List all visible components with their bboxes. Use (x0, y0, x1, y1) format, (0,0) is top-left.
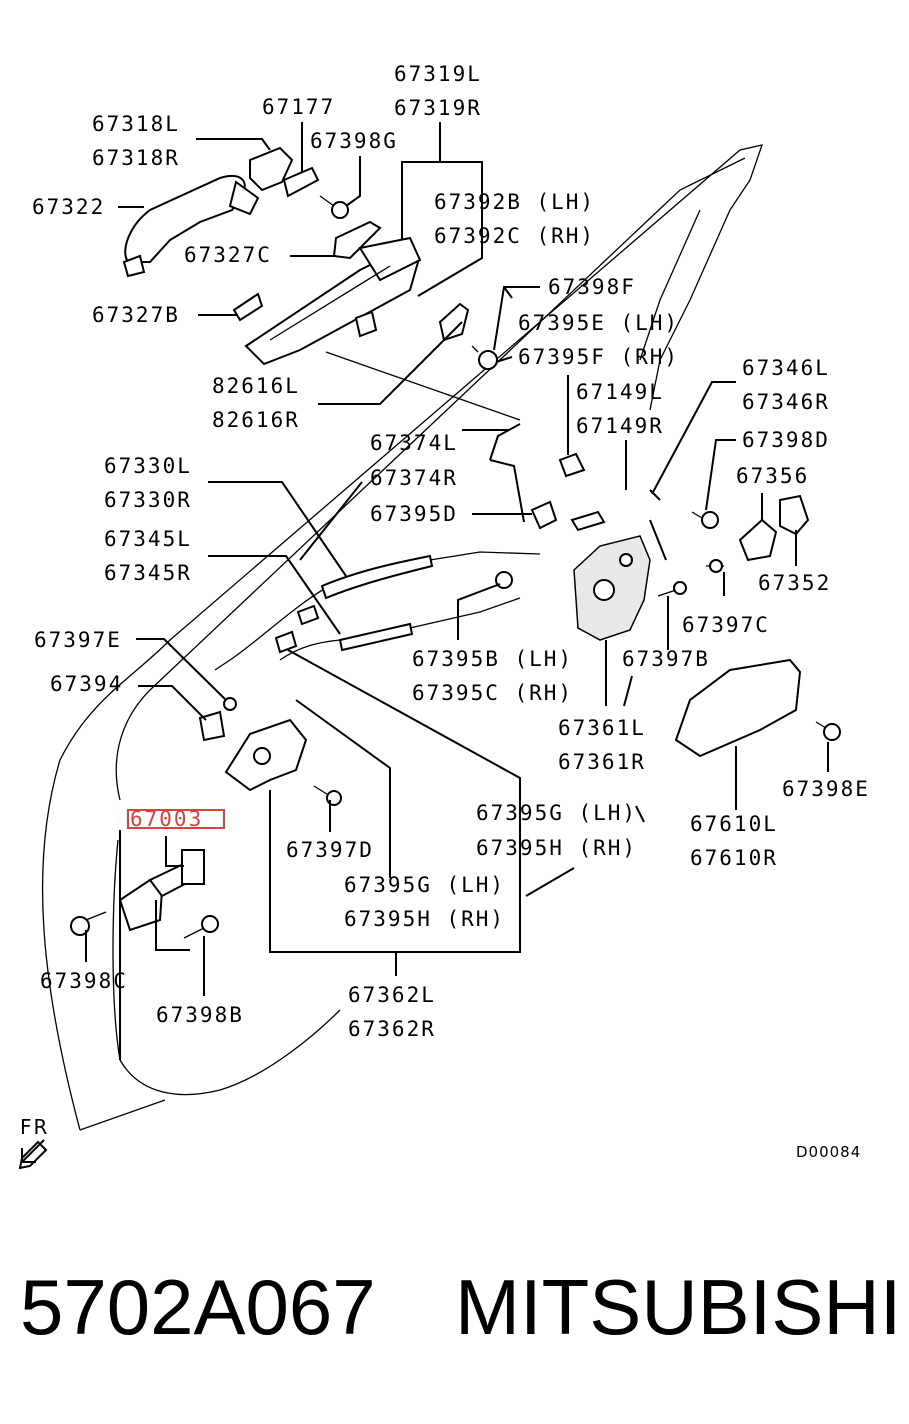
label-67330l: 67330L (104, 454, 192, 478)
label-67330r: 67330R (104, 488, 192, 512)
clip-67395e-shape (558, 452, 586, 478)
label-67398e: 67398E (782, 777, 870, 801)
label-67398b: 67398B (156, 1003, 244, 1027)
screw-67397c-shape (706, 559, 724, 573)
clip-67374-shape (438, 302, 470, 342)
label-67149l: 67149L (576, 380, 664, 404)
label-67398g: 67398G (310, 129, 398, 153)
label-67362l: 67362L (348, 983, 436, 1007)
outside-handle-shape (122, 175, 260, 278)
spring-67346-shape (649, 489, 667, 561)
gasket-67327b-shape (232, 292, 264, 322)
label-67610l: 67610L (690, 812, 778, 836)
label-67395h-left: 67395H (RH) (344, 907, 505, 931)
handle-frame-shape (244, 236, 422, 366)
cable-67345-shape (279, 597, 521, 661)
label-67398f: 67398F (548, 275, 636, 299)
gasket-67327c-shape (332, 220, 382, 260)
bolt-67398b-shape (183, 915, 219, 939)
bolt-67398g-shape (319, 195, 349, 219)
door-lock-actuator-shape (573, 535, 651, 641)
bolt-67398d-shape (691, 511, 719, 529)
label-67374r: 67374R (370, 466, 458, 490)
label-67374l: 67374L (370, 431, 458, 455)
label-67362r: 67362R (348, 1017, 436, 1041)
label-67356: 67356 (736, 464, 809, 488)
highlight-box-67003 (127, 809, 225, 829)
screw-67397d-shape (313, 785, 342, 806)
leader-lines (85, 122, 829, 1060)
label-67397c: 67397C (682, 613, 770, 637)
label-67392c: 67392C (RH) (434, 224, 595, 248)
label-67327c: 67327C (184, 243, 272, 267)
label-67397d: 67397D (286, 838, 374, 862)
label-fr: FR (20, 1115, 49, 1139)
inside-handle-shape (224, 718, 308, 792)
handle-cap-shape (249, 146, 294, 192)
clip-67395d-shape (530, 500, 558, 530)
pad-shape (282, 166, 320, 198)
label-67395h-right: 67395H (RH) (476, 836, 637, 860)
part-labels: 67319L 67319R 67177 67318L 67318R 67398G… (20, 62, 870, 1161)
label-67395g-left: 67395G (LH) (344, 873, 505, 897)
label-67395f: 67395F (RH) (518, 345, 679, 369)
brand-name: MITSUBISHI (455, 1263, 902, 1351)
label-67610r: 67610R (690, 846, 778, 870)
label-67395g-right: 67395G (LH) (476, 801, 637, 825)
label-67395d: 67395D (370, 502, 458, 526)
label-67361l: 67361L (558, 716, 646, 740)
label-67392b: 67392B (LH) (434, 190, 595, 214)
rod-shape (489, 423, 525, 523)
bolt-67398c-shape (70, 911, 107, 936)
label-67394: 67394 (50, 672, 123, 696)
front-arrow-icon (18, 1139, 48, 1170)
label-67318l: 67318L (92, 112, 180, 136)
clip-67395g-shape (274, 630, 298, 654)
label-67346l: 67346L (742, 356, 830, 380)
bracket-67356-shape (738, 518, 778, 562)
label-67397e: 67397E (34, 628, 122, 652)
label-67149r: 67149R (576, 414, 664, 438)
label-67346r: 67346R (742, 390, 830, 414)
label-67322: 67322 (32, 195, 105, 219)
label-67177: 67177 (262, 95, 335, 119)
label-67003: 67003 (130, 807, 203, 831)
label-67398d: 67398D (742, 428, 830, 452)
label-67395c: 67395C (RH) (412, 681, 573, 705)
label-67327b: 67327B (92, 303, 180, 327)
protector-67610-shape (674, 658, 802, 758)
label-82616l: 82616L (212, 374, 300, 398)
link-67149-shape (570, 510, 606, 532)
bolt-67398e-shape (815, 721, 841, 741)
clip-82616-shape (354, 310, 378, 338)
bumper-67352-shape (779, 494, 810, 536)
label-82616r: 82616R (212, 408, 300, 432)
label-67345l: 67345L (104, 527, 192, 551)
label-67319r: 67319R (394, 96, 482, 120)
door-outline (41, 144, 763, 1131)
label-67395b: 67395B (LH) (412, 647, 573, 671)
clip-cable-end-shape (296, 604, 320, 626)
screw-67397e-shape (223, 697, 237, 711)
door-lock-exploded-diagram: 67319L 67319R 67177 67318L 67318R 67398G… (18, 62, 870, 1170)
cable-67330-shape (320, 551, 541, 600)
label-67361r: 67361R (558, 750, 646, 774)
part-footer: 5702A067 MITSUBISHI (0, 1262, 909, 1372)
label-67397b: 67397B (622, 647, 710, 671)
diagram-id: D00084 (796, 1143, 861, 1161)
screw-67397b-shape (657, 581, 687, 597)
label-67398c: 67398C (40, 969, 128, 993)
label-67345r: 67345R (104, 561, 192, 585)
part-number: 5702A067 (20, 1263, 376, 1351)
label-67352: 67352 (758, 571, 831, 595)
label-67318r: 67318R (92, 146, 180, 170)
door-check-67003-shape (118, 849, 206, 932)
label-67319l: 67319L (394, 62, 482, 86)
screw-67398f-shape (471, 345, 498, 370)
label-67395e: 67395E (LH) (518, 311, 679, 335)
